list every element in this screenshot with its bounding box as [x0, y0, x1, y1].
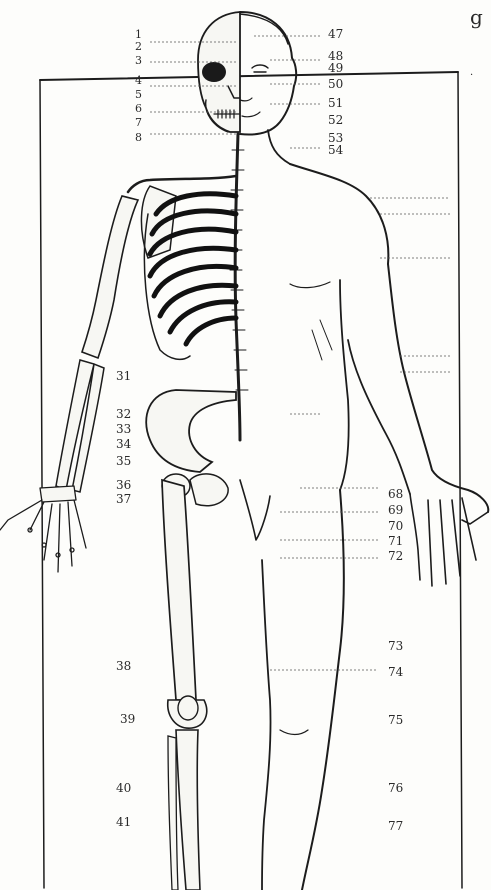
label-35: 35 — [116, 454, 131, 468]
label-6: 6 — [135, 102, 142, 115]
label-72: 72 — [388, 549, 403, 563]
label-50: 50 — [328, 77, 343, 91]
label-73: 73 — [388, 639, 403, 653]
label-32: 32 — [116, 407, 131, 421]
neck — [268, 130, 290, 164]
label-75: 75 — [388, 713, 403, 727]
svg-text:·: · — [470, 70, 473, 81]
left-labels: 1 2 3 4 5 6 7 8 31 32 33 34 35 36 37 38 … — [116, 28, 142, 829]
label-2: 2 — [135, 40, 142, 53]
label-3: 3 — [135, 54, 142, 67]
label-76: 76 — [388, 781, 403, 795]
header-fragment: g — [470, 5, 483, 29]
label-34: 34 — [116, 437, 132, 451]
clavicle — [128, 176, 236, 192]
frame: · — [40, 70, 473, 888]
groin — [240, 480, 270, 540]
forearm — [56, 360, 104, 492]
label-70: 70 — [388, 519, 403, 533]
label-36: 36 — [116, 478, 131, 492]
leg-inner — [262, 560, 271, 890]
pelvis — [146, 390, 236, 472]
femur — [162, 480, 196, 700]
label-33: 33 — [116, 422, 131, 436]
tibia — [176, 730, 200, 890]
label-38: 38 — [116, 659, 131, 673]
label-68: 68 — [388, 487, 403, 501]
label-39: 39 — [120, 712, 135, 726]
eye-socket — [202, 62, 226, 82]
arm-inner — [348, 340, 410, 494]
shoulder-outline — [290, 164, 388, 264]
label-31: 31 — [116, 369, 131, 383]
body-half — [240, 12, 488, 890]
label-71: 71 — [388, 534, 403, 548]
head-outline — [240, 12, 296, 135]
hand-outline — [410, 494, 488, 586]
label-47: 47 — [328, 27, 343, 41]
label-41: 41 — [116, 815, 131, 829]
label-8: 8 — [135, 131, 142, 144]
label-5: 5 — [135, 88, 142, 101]
label-54: 54 — [328, 143, 344, 157]
label-77: 77 — [388, 819, 403, 833]
skeleton-half — [0, 12, 248, 890]
torso-outline — [340, 280, 349, 490]
leader-lines — [150, 36, 450, 670]
humerus — [82, 196, 138, 358]
label-7: 7 — [135, 116, 142, 129]
label-4: 4 — [135, 74, 142, 87]
label-74: 74 — [388, 665, 404, 679]
label-49: 49 — [328, 61, 343, 75]
right-labels: 47 48 49 50 51 52 53 54 68 69 70 71 72 7… — [328, 27, 404, 833]
label-51: 51 — [328, 96, 343, 110]
label-40: 40 — [116, 781, 131, 795]
label-37: 37 — [116, 492, 131, 506]
fibula — [168, 736, 178, 890]
label-52: 52 — [328, 113, 343, 127]
leg-outer — [302, 490, 344, 890]
label-69: 69 — [388, 503, 403, 517]
